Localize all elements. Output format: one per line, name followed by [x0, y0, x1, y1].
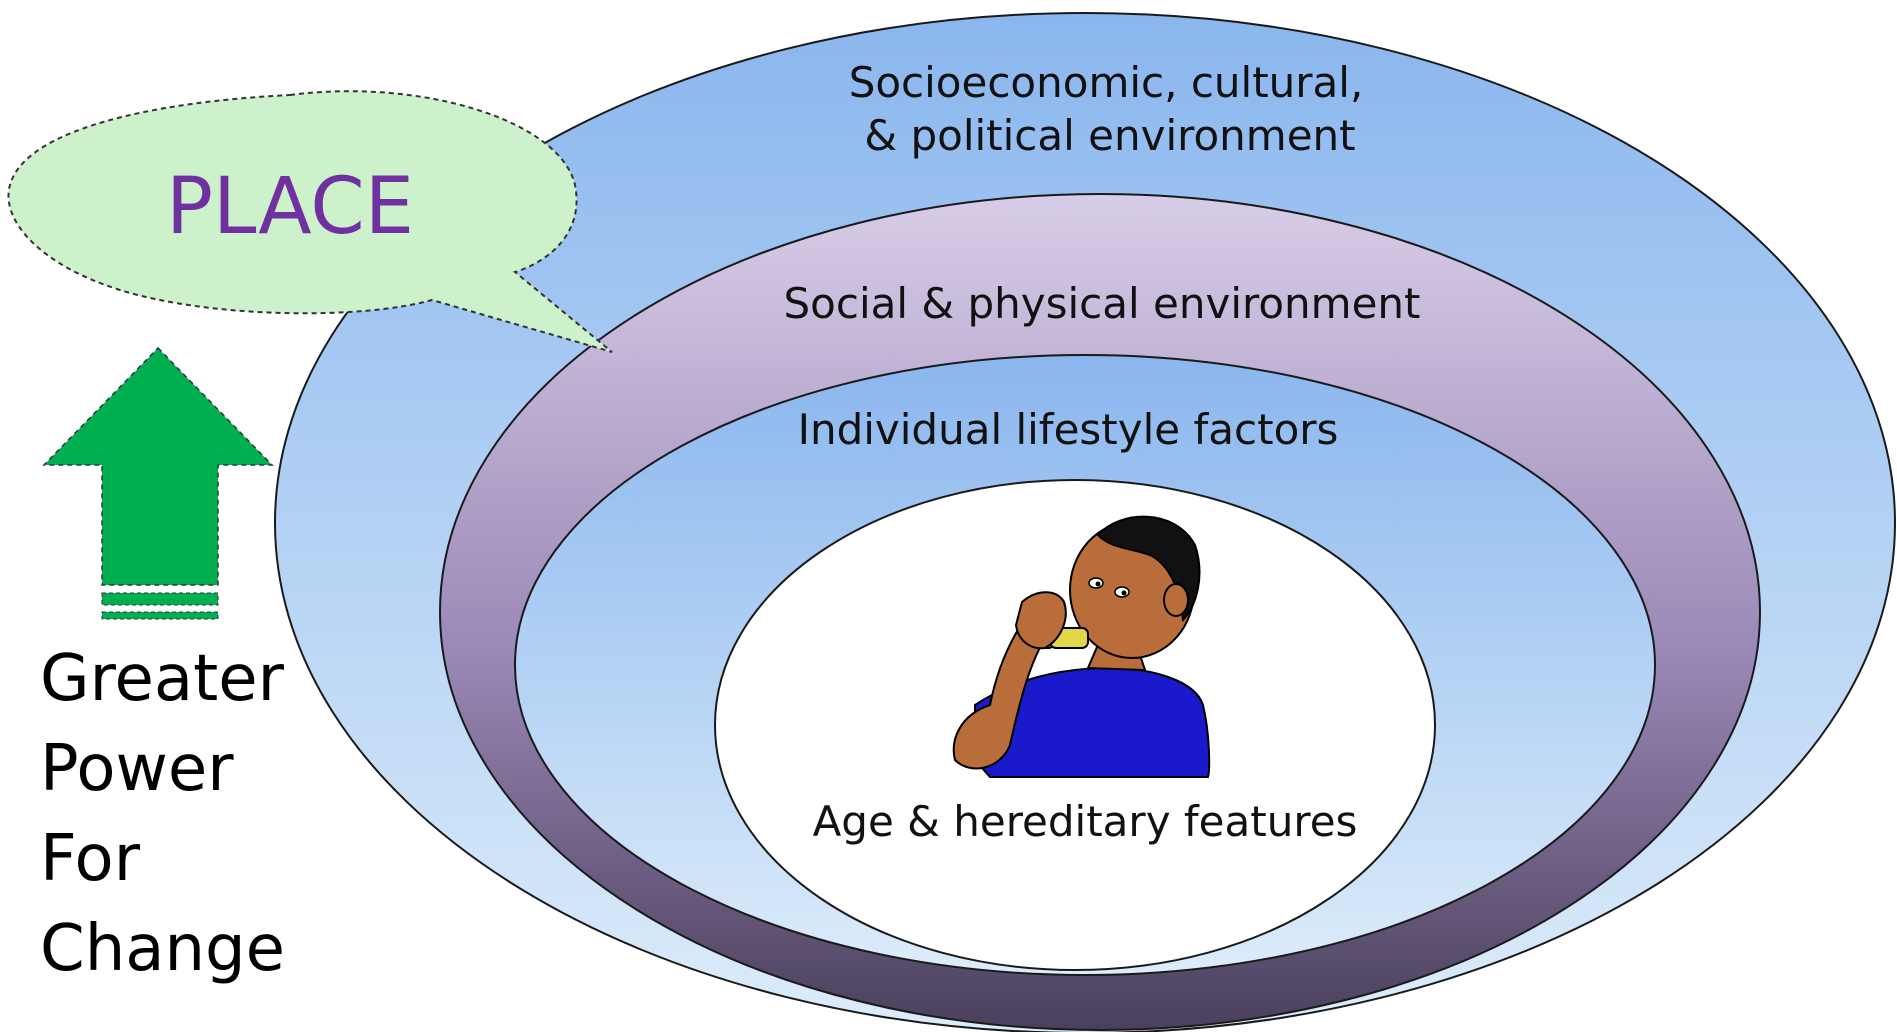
power-label-line2: Power	[40, 732, 234, 806]
outer-environment-label-line2: & political environment	[864, 111, 1355, 160]
social-environment-label: Social & physical environment	[784, 279, 1421, 328]
power-label-line1: Greater	[40, 642, 285, 716]
place-callout: PLACE	[7, 90, 613, 353]
power-label-line3: For	[40, 822, 141, 896]
lifestyle-label: Individual lifestyle factors	[798, 405, 1339, 454]
child-using-inhaler-icon	[952, 515, 1211, 778]
up-arrow-icon	[42, 346, 274, 620]
power-label-line4: Change	[40, 912, 285, 986]
place-label: PLACE	[166, 162, 414, 252]
core-label: Age & hereditary features	[813, 797, 1358, 846]
outer-environment-label-line1: Socioeconomic, cultural,	[849, 58, 1364, 107]
